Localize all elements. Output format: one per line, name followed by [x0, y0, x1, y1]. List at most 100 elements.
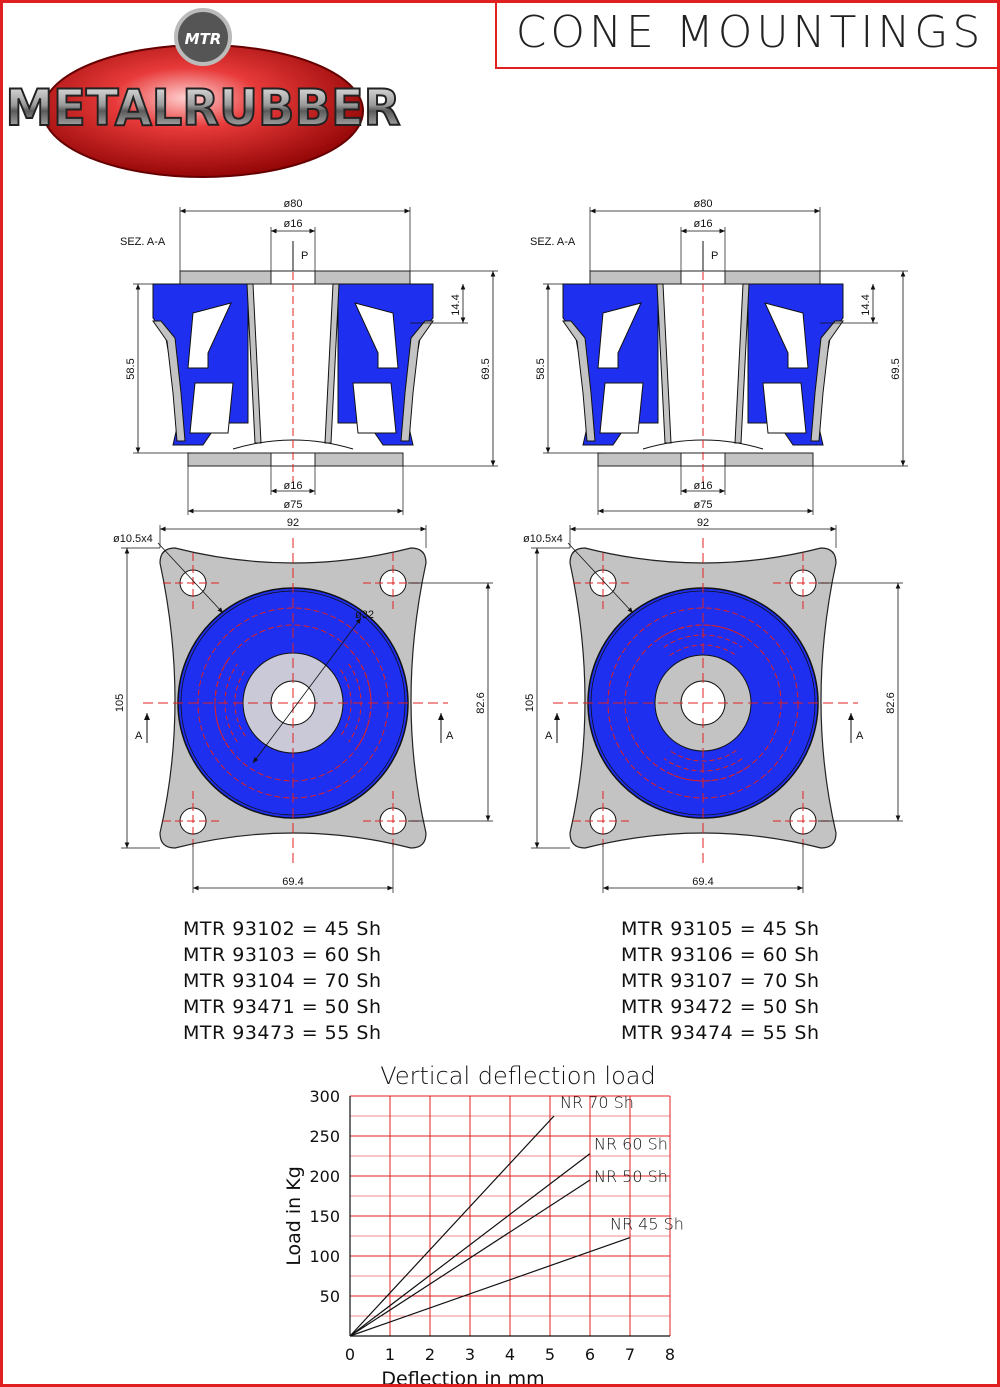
dim-text-plate-width: 92 [287, 517, 299, 529]
model-item: MTR 93102 = 45 Sh [183, 918, 382, 940]
chart-grid [350, 1095, 671, 1336]
deflection-chart: Vertical deflection load 50 100 150 200 250 3 0… [283, 1062, 684, 1387]
dim-text-hole-spacing-h: 69.4 [282, 876, 303, 888]
y-tick-label: 100 [309, 1247, 340, 1266]
inner-sleeve-right [324, 283, 340, 444]
model-item: MTR 93473 = 55 Sh [183, 1022, 382, 1044]
outer-shell-right [810, 320, 844, 442]
model-item: MTR 93104 = 70 Sh [183, 970, 382, 992]
hidden-pad-arc [657, 624, 749, 640]
series-label-0: NR 70 Sh [560, 1093, 634, 1112]
model-item: MTR 93474 = 55 Sh [621, 1022, 820, 1044]
model-item: MTR 93103 = 60 Sh [183, 944, 382, 966]
y-tick-label: 250 [309, 1127, 340, 1146]
x-tick-label: 6 [585, 1345, 595, 1364]
dim-text-height-right: 69.5 [890, 358, 902, 379]
section-label: SEZ. A-A [530, 236, 576, 248]
dim-cone-dia [252, 617, 362, 764]
dim-text-holes: ø10.5x4 [523, 533, 563, 545]
inner-sleeve-left [656, 283, 672, 444]
rubber-void-lower-left [189, 382, 234, 434]
dim-text-plate-height: 105 [114, 694, 126, 712]
dim-text-bottom-bore: ø16 [284, 480, 303, 492]
section-mark-left: A [545, 730, 553, 742]
rubber-void-upper-right [764, 302, 809, 369]
dim-text-top-bore: ø16 [284, 218, 303, 230]
x-tick-label: 3 [465, 1345, 475, 1364]
load-label: P [711, 250, 718, 262]
x-tick-label: 0 [345, 1345, 355, 1364]
rubber-void-upper-left [597, 302, 642, 369]
load-label: P [301, 250, 308, 262]
rubber-void-lower-right [762, 382, 807, 434]
series-line-0 [349, 1115, 555, 1337]
y-axis-label: Load in Kg [283, 1166, 305, 1266]
dim-text-top-flange: 14.4 [450, 294, 462, 315]
dim-text-height-left: 58.5 [125, 358, 137, 379]
series-label-3: NR 45 Sh [610, 1215, 684, 1234]
dim-text-hole-spacing-v: 82.6 [885, 692, 897, 713]
metalrubber-logo: MTR METALRUBBER [5, 8, 402, 178]
title-box: CONE MOUNTINGS [495, 3, 997, 69]
model-list-left: MTR 93102 = 45 Sh MTR 93103 = 60 Sh MTR … [183, 916, 382, 1046]
dim-text-hole-spacing-h: 69.4 [692, 876, 713, 888]
section-mark-right: A [446, 730, 454, 742]
x-tick-label: 4 [505, 1345, 515, 1364]
section-mark-left: A [135, 730, 143, 742]
logo-wordmark: METALRUBBER [6, 79, 401, 137]
page-title: CONE MOUNTINGS [515, 7, 985, 58]
model-item: MTR 93106 = 60 Sh [621, 944, 820, 966]
hidden-pad-arc [669, 750, 737, 762]
model-item: MTR 93105 = 45 Sh [621, 918, 820, 940]
dim-text-hole-spacing-v: 82.6 [475, 692, 487, 713]
section-mark-right: A [856, 730, 864, 742]
model-item: MTR 93472 = 50 Sh [621, 996, 820, 1018]
dim-text-height-right: 69.5 [480, 358, 492, 379]
y-tick-label: 50 [320, 1287, 340, 1306]
logo-badge-text: MTR [185, 30, 222, 48]
x-tick-label: 2 [425, 1345, 435, 1364]
chart-title: Vertical deflection load [380, 1062, 655, 1090]
model-item: MTR 93107 = 70 Sh [621, 970, 820, 992]
outer-shell-right [400, 320, 434, 442]
inner-sleeve-right [734, 283, 750, 444]
dim-text-plate-height: 105 [524, 694, 536, 712]
model-item: MTR 93471 = 50 Sh [183, 996, 382, 1018]
series-line-1 [349, 1153, 591, 1337]
rubber-void-upper-right [354, 302, 399, 369]
dim-text-top-outer: ø80 [694, 198, 713, 210]
x-tick-label: 5 [545, 1345, 555, 1364]
logo-badge-circle [174, 8, 232, 66]
dim-text-plate-width: 92 [697, 517, 709, 529]
dim-text-holes: ø10.5x4 [113, 533, 153, 545]
x-tick-label: 7 [625, 1345, 635, 1364]
y-tick-label: 200 [309, 1167, 340, 1186]
dim-text-bottom-outer: ø75 [694, 499, 713, 511]
x-tick-label: 1 [385, 1345, 395, 1364]
outer-shell-left [562, 320, 596, 442]
rubber-void-lower-left [599, 382, 644, 434]
dim-text-height-left: 58.5 [535, 358, 547, 379]
hidden-pad-arc [214, 657, 230, 749]
x-axis-label: Deflection in mm [381, 1368, 544, 1387]
leader-holes [157, 542, 224, 614]
series-label-1: NR 60 Sh [594, 1135, 668, 1154]
series-line-2 [349, 1179, 591, 1337]
hidden-pad-arc [356, 657, 372, 749]
rubber-void-upper-left [187, 302, 232, 369]
series-line-3 [349, 1237, 631, 1337]
dim-text-top-outer: ø80 [284, 198, 303, 210]
y-tick-label: 150 [309, 1207, 340, 1226]
rubber-void-lower-right [352, 382, 397, 434]
model-list-right: MTR 93105 = 45 Sh MTR 93106 = 60 Sh MTR … [621, 916, 820, 1046]
leader-holes [567, 542, 634, 614]
dim-text-cone-dia: ø32 [355, 609, 374, 621]
inner-sleeve-left [246, 283, 262, 444]
x-tick-label: 8 [665, 1345, 675, 1364]
dim-text-top-bore: ø16 [694, 218, 713, 230]
dim-text-top-flange: 14.4 [860, 294, 872, 315]
hidden-pad-arc [657, 766, 749, 782]
